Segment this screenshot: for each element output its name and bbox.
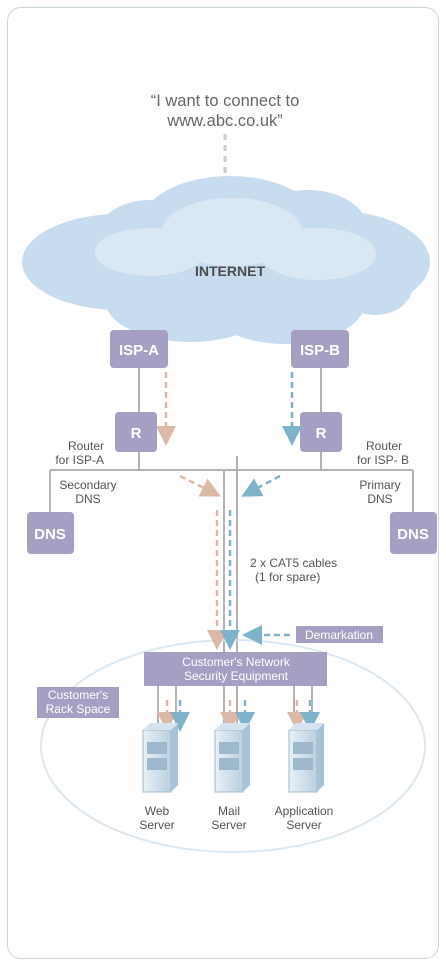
router-a-caption-2: for ISP-A — [55, 453, 104, 467]
security-caption-2: Security Equipment — [184, 669, 289, 683]
mail-server-caption-2: Server — [211, 818, 246, 832]
app-server-caption-1: Application — [275, 804, 334, 818]
rack-space-caption-2: Rack Space — [46, 702, 111, 716]
primary-dns-caption-1: Primary — [359, 478, 400, 492]
isp-b-box — [291, 330, 349, 368]
rack-space-box — [37, 687, 119, 718]
app-server-caption-2: Server — [286, 818, 321, 832]
rack-space-caption-1: Customer's — [48, 688, 108, 702]
web-server-icon — [142, 723, 178, 793]
secondary-dns-caption-2: DNS — [75, 492, 100, 506]
isp-a-traffic-arrows — [156, 372, 307, 732]
demarkation-box — [296, 626, 383, 643]
isp-a-box — [110, 330, 168, 368]
isp-b-label: ISP-B — [300, 342, 340, 359]
mail-server-caption-1: Mail — [218, 804, 240, 818]
router-b-box — [300, 412, 342, 452]
demarkation-label: Demarkation — [305, 628, 373, 642]
web-server-caption-1: Web — [145, 804, 170, 818]
router-a-letter: R — [131, 425, 142, 442]
cables-caption-2: (1 for spare) — [255, 570, 320, 584]
security-caption-1: Customer's Network — [182, 655, 291, 669]
dns-left-label: DNS — [34, 526, 66, 543]
dns-right-box — [390, 512, 437, 554]
dns-right-label: DNS — [397, 526, 429, 543]
mail-server-icon — [214, 723, 250, 793]
isp-b-traffic-arrows — [170, 372, 320, 732]
router-b-caption-2: for ISP- B — [357, 453, 409, 467]
secondary-dns-caption-1: Secondary — [59, 478, 116, 492]
router-b-caption-1: Router — [366, 439, 402, 453]
web-server-caption-2: Server — [139, 818, 174, 832]
router-a-caption-1: Router — [68, 439, 104, 453]
quote-line-1: “I want to connect to — [151, 92, 300, 110]
router-a-box — [115, 412, 157, 452]
isp-a-label: ISP-A — [119, 342, 159, 359]
internet-cloud — [22, 176, 430, 344]
quote-line-2: www.abc.co.uk” — [166, 112, 283, 130]
security-equipment-box — [144, 652, 327, 686]
internet-label: INTERNET — [195, 263, 265, 279]
router-b-letter: R — [316, 425, 327, 442]
dns-left-box — [27, 512, 74, 554]
cables-caption-1: 2 x CAT5 cables — [250, 556, 337, 570]
primary-dns-caption-2: DNS — [367, 492, 392, 506]
application-server-icon — [288, 723, 324, 793]
